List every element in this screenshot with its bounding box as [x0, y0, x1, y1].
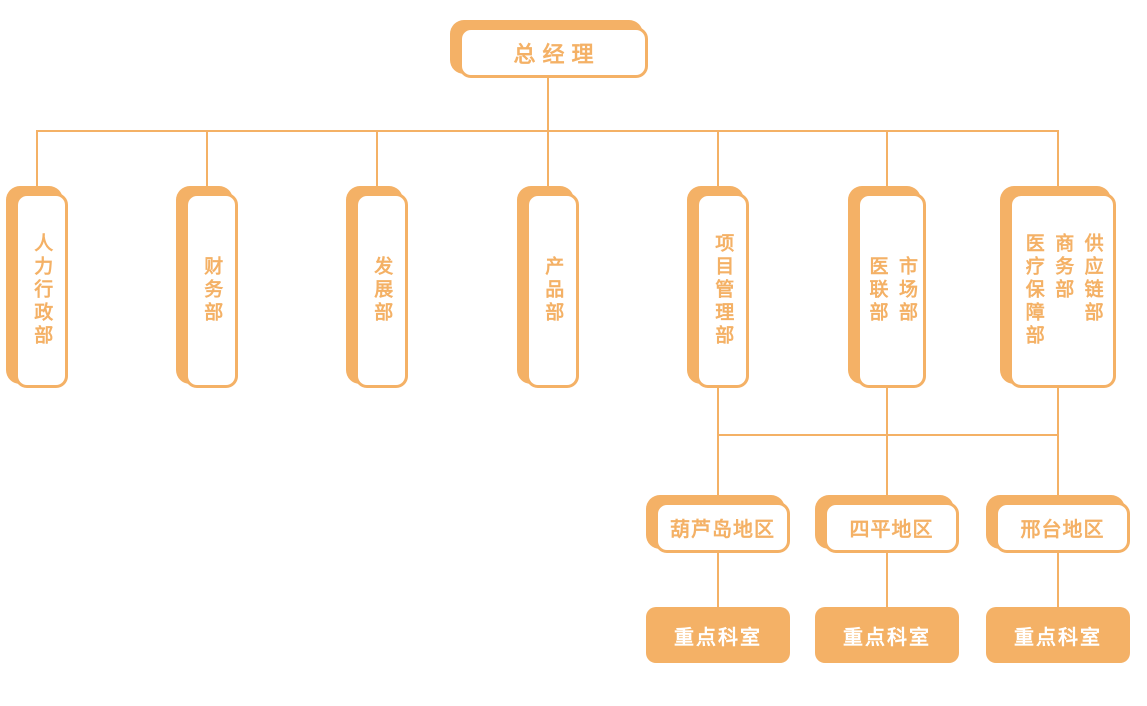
dept-product-label: 产品部: [542, 256, 564, 325]
connector-region3-keyunit: [1057, 553, 1059, 608]
node-body: 供应链部 商务部 医疗保障部: [1009, 193, 1116, 388]
key-unit-huludao[interactable]: 重点科室: [646, 607, 790, 663]
dept-development-label: 发展部: [371, 256, 393, 325]
node-body: 邢台地区: [995, 502, 1130, 553]
dept-hr-admin-label: 人力行政部: [31, 233, 53, 348]
region-huludao-label: 葫芦岛地区: [670, 519, 775, 541]
connector-drop-dept-5: [717, 130, 719, 186]
connector-drop-region-2: [886, 434, 888, 496]
node-body: 市场部 医联部: [857, 193, 926, 388]
dept-project-management[interactable]: 项目管理部: [687, 186, 749, 388]
region-siping[interactable]: 四平地区: [815, 495, 959, 553]
connector-region2-keyunit: [886, 553, 888, 608]
connector-dept7-down: [1057, 388, 1059, 436]
node-body: 人力行政部: [15, 193, 68, 388]
dept-project-management-label: 项目管理部: [712, 233, 734, 348]
dept-supply-business-medical-label: 供应链部 商务部 医疗保障部: [1022, 233, 1103, 348]
node-body: 发展部: [355, 193, 408, 388]
node-body: 项目管理部: [696, 193, 749, 388]
connector-dept6-down: [886, 388, 888, 436]
node-body: 产品部: [526, 193, 579, 388]
connector-drop-dept-6: [886, 130, 888, 186]
region-xingtai[interactable]: 邢台地区: [986, 495, 1130, 553]
region-huludao[interactable]: 葫芦岛地区: [646, 495, 790, 553]
dept-finance[interactable]: 财务部: [176, 186, 238, 388]
region-siping-label: 四平地区: [849, 519, 934, 541]
key-unit-huludao-label: 重点科室: [674, 626, 762, 649]
connector-drop-dept-1: [36, 130, 38, 186]
node-root[interactable]: 总经理: [450, 20, 648, 78]
connector-root-drop: [547, 78, 549, 131]
dept-market-medical-alliance-label: 市场部 医联部: [866, 256, 917, 325]
node-body: 财务部: [185, 193, 238, 388]
connector-drop-dept-7: [1057, 130, 1059, 186]
key-unit-siping-label: 重点科室: [843, 626, 931, 649]
dept-supply-business-medical[interactable]: 供应链部 商务部 医疗保障部: [1000, 186, 1116, 388]
node-root-label: 总经理: [513, 41, 601, 67]
dept-development[interactable]: 发展部: [346, 186, 408, 388]
dept-finance-label: 财务部: [201, 256, 223, 325]
connector-region1-keyunit: [717, 553, 719, 608]
key-unit-siping[interactable]: 重点科室: [815, 607, 959, 663]
connector-level2-bus: [717, 434, 1059, 436]
connector-drop-region-1: [717, 434, 719, 496]
dept-market-medical-alliance[interactable]: 市场部 医联部: [848, 186, 926, 388]
connector-drop-dept-4: [547, 130, 549, 186]
key-unit-xingtai[interactable]: 重点科室: [986, 607, 1130, 663]
connector-drop-dept-3: [376, 130, 378, 186]
key-unit-xingtai-label: 重点科室: [1014, 626, 1102, 649]
connector-dept5-down: [717, 388, 719, 436]
node-body: 总经理: [459, 27, 648, 78]
dept-hr-admin[interactable]: 人力行政部: [6, 186, 68, 388]
dept-product[interactable]: 产品部: [517, 186, 579, 388]
connector-drop-dept-2: [206, 130, 208, 186]
connector-drop-region-3: [1057, 434, 1059, 496]
region-xingtai-label: 邢台地区: [1020, 519, 1105, 541]
node-body: 四平地区: [824, 502, 959, 553]
node-body: 葫芦岛地区: [655, 502, 790, 553]
